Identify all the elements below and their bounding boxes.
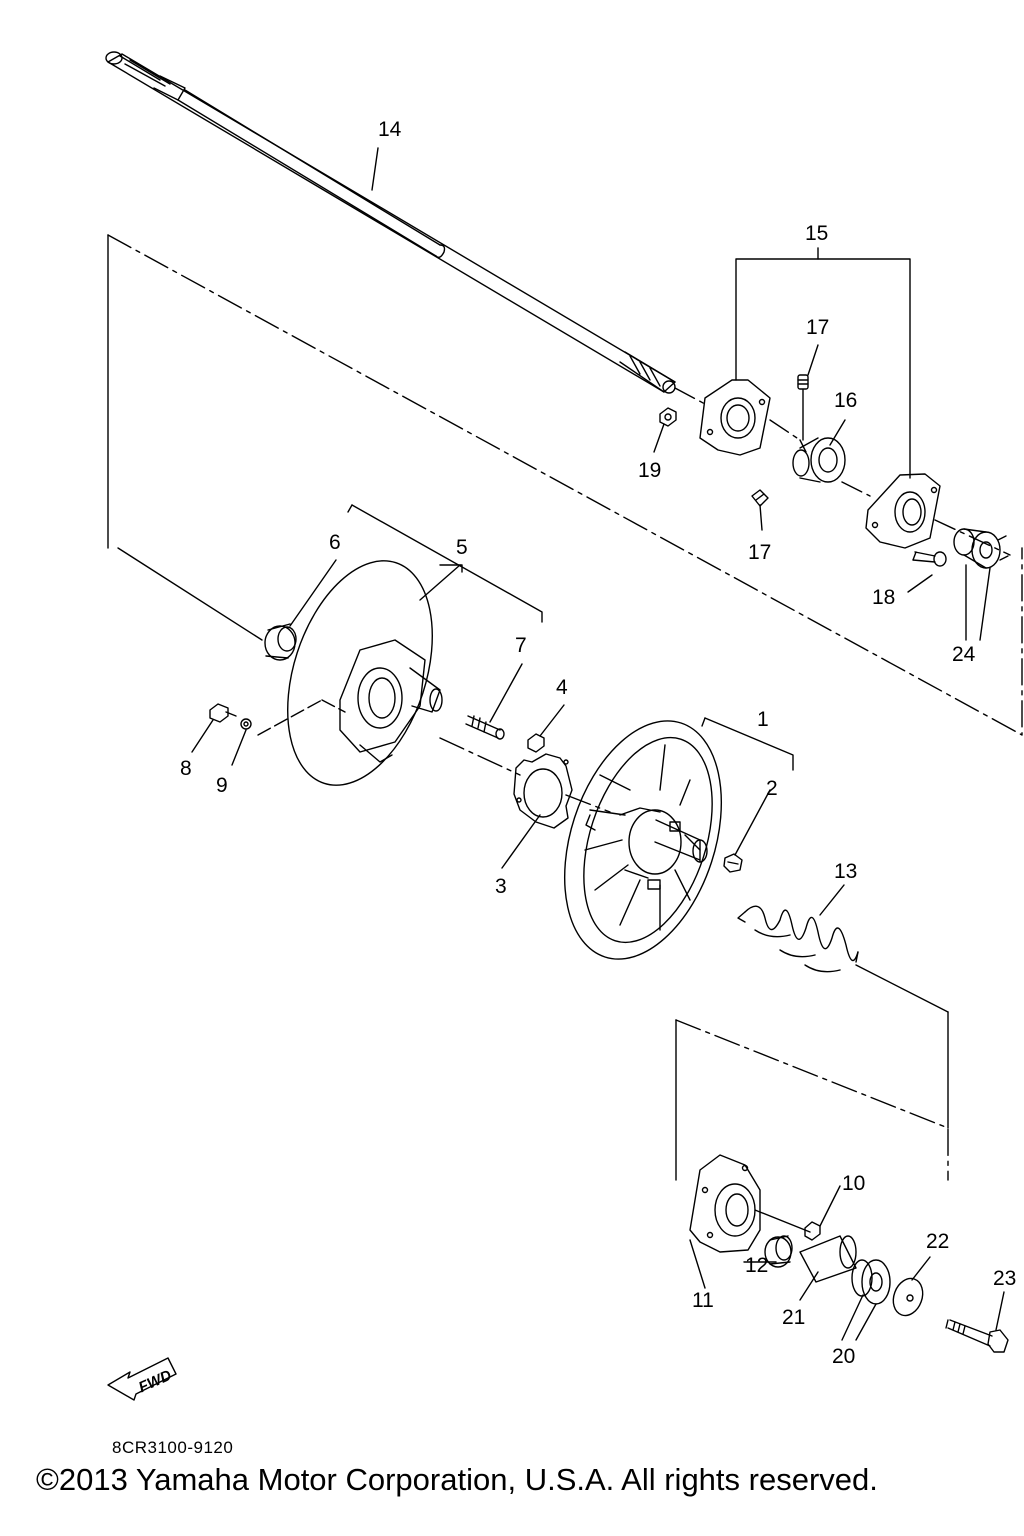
callout-2: 2 <box>766 777 778 800</box>
bolt-part-8 <box>209 703 237 723</box>
phantom-line-left <box>117 547 263 641</box>
plate-part-11 <box>689 1154 761 1253</box>
sleeve-part-21 <box>799 1235 857 1283</box>
bolt-part-23 <box>945 1319 1009 1353</box>
callout-14: 14 <box>378 118 402 141</box>
bracket-1 <box>701 717 794 771</box>
callout-7: 7 <box>515 634 527 657</box>
bolt-part-18 <box>912 551 947 567</box>
nut-part-19 <box>659 407 677 427</box>
collar-part-12 <box>764 1235 793 1268</box>
set-screw-17-upper <box>797 374 809 441</box>
spring-part-13 <box>737 905 859 973</box>
callout-9: 9 <box>216 774 228 797</box>
callout-4: 4 <box>556 676 568 699</box>
washer-part-22 <box>892 1277 924 1317</box>
washer-part-9 <box>240 718 252 730</box>
bracket-6-5 <box>347 504 543 623</box>
callout-22: 22 <box>926 1230 949 1253</box>
callout-12: 12 <box>745 1254 768 1277</box>
nut-part-10 <box>804 1221 821 1241</box>
spacer-part-24 <box>953 528 1009 569</box>
phantom-line-8-9 <box>257 699 346 736</box>
phantom-box-left <box>107 234 1023 736</box>
washer-part-20 <box>851 1259 891 1305</box>
callout-13: 13 <box>834 860 857 883</box>
phantom-box-lower <box>675 1019 949 1181</box>
callout-1: 1 <box>757 708 769 731</box>
gasket-part-3 <box>513 753 573 829</box>
leader-lines <box>191 147 1005 1341</box>
centerline-middle <box>439 737 611 813</box>
flange-15-upper <box>699 379 771 456</box>
callout-18: 18 <box>872 586 895 609</box>
callout-19: 19 <box>638 459 661 482</box>
callout-10: 10 <box>842 1172 865 1195</box>
flange-15-lower <box>865 473 941 549</box>
bushing-part-6 <box>264 623 297 661</box>
callout-8: 8 <box>180 757 192 780</box>
callout-15: 15 <box>805 222 828 245</box>
callout-20: 20 <box>832 1345 855 1368</box>
phantom-line-13-box <box>855 964 949 1013</box>
centerline-upper <box>674 387 1011 556</box>
fwd-arrow-icon <box>107 1357 177 1401</box>
sheave-part-5 <box>287 560 443 786</box>
callout-16: 16 <box>834 389 857 412</box>
callout-11: 11 <box>692 1289 714 1312</box>
callout-24: 24 <box>952 643 976 666</box>
copyright-notice: ©2013 Yamaha Motor Corporation, U.S.A. A… <box>36 1462 878 1497</box>
callout-21: 21 <box>782 1306 805 1329</box>
bearing-part-16 <box>792 437 846 483</box>
callout-17b: 17 <box>748 541 771 564</box>
diagram-part-code: 8CR3100-9120 <box>112 1438 234 1457</box>
callout-17a: 17 <box>806 316 829 339</box>
callout-5: 5 <box>456 536 468 559</box>
sheave-part-1 <box>563 720 723 960</box>
set-screw-17-lower <box>751 489 769 507</box>
callout-6: 6 <box>329 531 341 554</box>
centerline-lower <box>754 1209 811 1233</box>
bracket-15 <box>735 247 911 479</box>
callout-labels: 1 2 3 4 5 6 7 8 9 10 11 12 13 14 15 16 1… <box>180 118 1016 1368</box>
screw-part-2 <box>723 853 743 873</box>
shaft-part-14 <box>105 51 676 394</box>
bolt-part-4 <box>527 733 545 753</box>
stud-part-7 <box>465 715 505 740</box>
callout-3: 3 <box>495 875 507 898</box>
callout-23: 23 <box>993 1267 1016 1290</box>
